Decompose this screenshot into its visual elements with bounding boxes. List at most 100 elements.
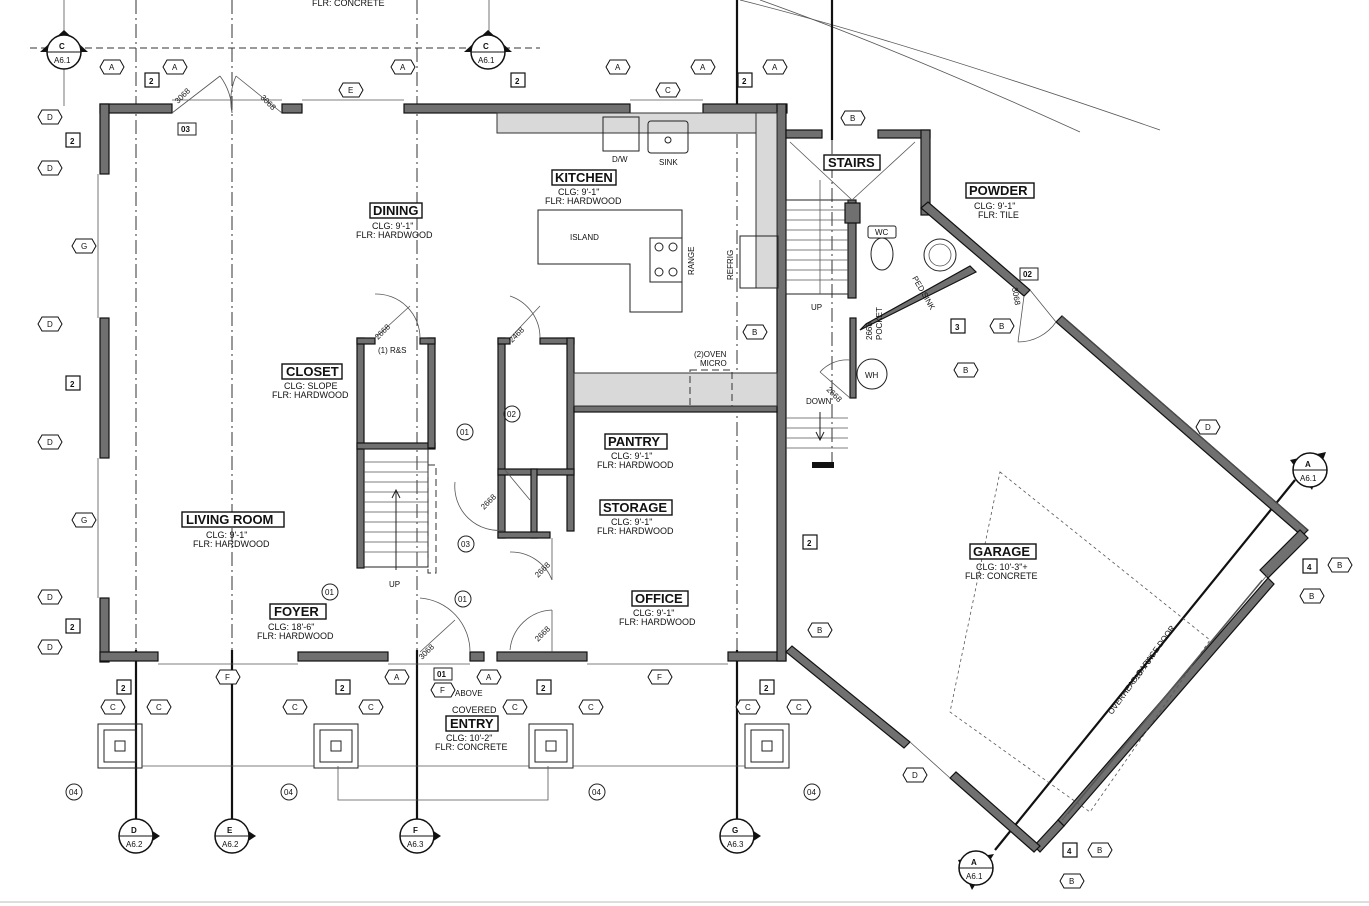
svg-text:CLG: 9'-1": CLG: 9'-1" <box>372 221 413 231</box>
svg-text:ABOVE: ABOVE <box>455 689 483 698</box>
svg-text:FLR: CONCRETE: FLR: CONCRETE <box>435 742 508 752</box>
svg-text:C: C <box>665 86 671 95</box>
pocket-size: 2668 <box>865 322 874 340</box>
wall-type-tag: 4 <box>1062 842 1078 858</box>
interior-walls <box>356 199 857 569</box>
powder-fixtures: WC PED SINK WH POCKET 2668 <box>856 225 957 390</box>
window-tag-d: D <box>37 639 63 655</box>
svg-text:C: C <box>110 703 116 712</box>
window-tag-f: F <box>647 669 673 685</box>
top-partial-floor: FLR: CONCRETE <box>312 0 385 8</box>
site-curve-1 <box>739 0 1161 131</box>
svg-text:E: E <box>348 86 353 95</box>
main-stair: UP (1) R&S <box>363 346 437 589</box>
svg-text:D: D <box>47 320 53 329</box>
window-tag-d: D <box>37 316 63 332</box>
svg-text:3: 3 <box>955 323 960 332</box>
svg-text:CLG: 10'-3"+: CLG: 10'-3"+ <box>976 562 1028 572</box>
window-tag-b: B <box>742 324 768 340</box>
window-tag-d: D <box>37 434 63 450</box>
svg-text:D: D <box>47 113 53 122</box>
svg-text:FLR: HARDWOOD: FLR: HARDWOOD <box>257 631 334 641</box>
room-kitchen: KITCHEN CLG: 9'-1" FLR: HARDWOOD <box>545 169 622 206</box>
room-stairs: STAIRS <box>823 154 881 171</box>
window-tag-d: D <box>37 589 63 605</box>
svg-text:F: F <box>225 673 230 682</box>
svg-text:A6.1: A6.1 <box>478 56 495 65</box>
svg-text:D: D <box>131 826 137 835</box>
range-label: RANGE <box>687 247 696 275</box>
window-tag-g: G <box>71 512 97 528</box>
window-tag-c: C <box>786 699 812 715</box>
svg-text:D: D <box>47 643 53 652</box>
island-label: ISLAND <box>570 233 599 242</box>
micro-label: MICRO <box>700 359 727 368</box>
svg-text:2: 2 <box>149 77 154 86</box>
room-foyer: FOYER CLG: 18'-6" FLR: HARDWOOD <box>257 603 334 641</box>
kitchen-island: ISLAND RANGE <box>537 209 696 313</box>
svg-text:01: 01 <box>437 670 446 679</box>
room-garage: GARAGE CLG: 10'-3"+ FLR: CONCRETE <box>965 543 1038 581</box>
svg-text:2668: 2668 <box>533 624 552 643</box>
main-stair-up: UP <box>389 580 400 589</box>
window-tag-a: A <box>690 59 716 75</box>
svg-text:2: 2 <box>70 380 75 389</box>
svg-text:B: B <box>1069 877 1074 886</box>
window-tag-c: C <box>358 699 384 715</box>
svg-text:CLG: 18'-6": CLG: 18'-6" <box>268 622 314 632</box>
grid-bubble-g: G A6.3 <box>719 818 761 854</box>
exterior-walls <box>99 103 1309 853</box>
kitchen-counters: D/W SINK REFRIG <box>496 112 779 407</box>
window-tag-c: C <box>578 699 604 715</box>
window-tag-d: D <box>902 767 928 783</box>
svg-text:B: B <box>1337 561 1342 570</box>
section-mark-c-left: C A6.1 <box>40 30 88 70</box>
svg-text:2: 2 <box>541 684 546 693</box>
svg-text:3068: 3068 <box>173 86 192 105</box>
wc-label: WC <box>875 228 889 237</box>
svg-text:C: C <box>796 703 802 712</box>
top-partial-lines <box>63 0 490 106</box>
svg-text:CLOSET: CLOSET <box>286 364 339 379</box>
svg-text:01: 01 <box>325 588 334 597</box>
upper-stair-up: UP <box>811 303 822 312</box>
svg-text:A: A <box>700 63 706 72</box>
svg-text:FLR: TILE: FLR: TILE <box>978 210 1019 220</box>
wall-type-tag: 2 <box>65 618 81 634</box>
svg-text:A: A <box>772 63 778 72</box>
svg-text:CLG: 9'-1": CLG: 9'-1" <box>633 608 674 618</box>
wall-type-tag: 2 <box>335 679 351 695</box>
window-tag-a: A <box>390 59 416 75</box>
svg-text:A: A <box>109 63 115 72</box>
svg-text:C: C <box>292 703 298 712</box>
svg-text:STAIRS: STAIRS <box>828 155 875 170</box>
svg-text:G: G <box>81 242 87 251</box>
svg-text:2: 2 <box>70 623 75 632</box>
window-tag-b: B <box>1059 873 1085 889</box>
section-mark-a-bottom: A A6.1 <box>958 850 994 890</box>
window-tag-d: D <box>1195 419 1221 435</box>
svg-text:B: B <box>1097 846 1102 855</box>
svg-text:FLR: HARDWOOD: FLR: HARDWOOD <box>193 539 270 549</box>
wall-type-tag: 2 <box>116 679 132 695</box>
svg-text:KITCHEN: KITCHEN <box>555 170 613 185</box>
svg-text:A6.1: A6.1 <box>966 872 983 881</box>
wall-type-tag: 2 <box>65 375 81 391</box>
door-tags: 03 02 01 01 02 03 01 01 04 04 04 04 ABOV… <box>65 122 1039 801</box>
window-tag-f: F <box>215 669 241 685</box>
wall-type-tag: 2 <box>536 679 552 695</box>
wall-type-tag: 2 <box>737 72 753 88</box>
svg-text:02: 02 <box>507 410 516 419</box>
wall-type-tag: 2 <box>510 72 526 88</box>
room-dining: DINING CLG: 9'-1" FLR: HARDWOOD <box>356 202 433 240</box>
svg-text:CLG: 9'-1": CLG: 9'-1" <box>974 201 1015 211</box>
svg-text:3068: 3068 <box>417 642 436 661</box>
window-tag-d: D <box>37 160 63 176</box>
svg-text:C: C <box>588 703 594 712</box>
svg-text:FLR: HARDWOOD: FLR: HARDWOOD <box>272 390 349 400</box>
door-swings <box>171 75 1057 653</box>
svg-text:B: B <box>752 328 757 337</box>
